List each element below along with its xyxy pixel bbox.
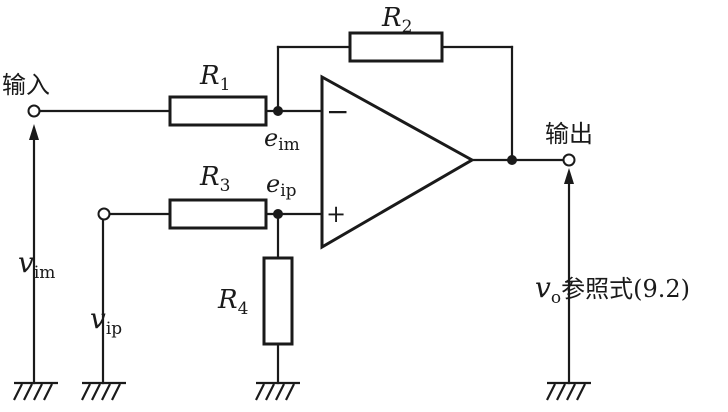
label-eip: eip <box>266 170 297 201</box>
op-amp-plus-sign: + <box>326 200 346 228</box>
label-eim: eim <box>264 124 300 155</box>
junction-noninverting <box>273 209 283 219</box>
op-amp-minus-sign: − <box>326 95 349 128</box>
label-r3: R3 <box>199 162 230 196</box>
junction-inverting <box>273 106 283 116</box>
terminal-output <box>562 153 576 167</box>
voltage-arrows <box>29 124 574 385</box>
resistor-r3 <box>168 198 268 230</box>
resistor-r1 <box>168 95 268 127</box>
label-output: 输出 <box>545 120 593 148</box>
terminal-input <box>27 104 41 118</box>
label-r2: R2 <box>381 3 412 37</box>
label-vip: vip <box>90 302 122 339</box>
resistor-r4 <box>262 256 294 346</box>
arrow-vo-head <box>564 168 574 184</box>
label-r4: R4 <box>217 285 248 319</box>
label-vim: vim <box>18 246 55 283</box>
ground-r4 <box>255 381 300 401</box>
resistor-r2 <box>348 31 444 63</box>
label-r1: R1 <box>199 61 230 95</box>
ground-vo <box>546 381 591 401</box>
terminal-vip <box>97 207 111 221</box>
label-vo-reference: vo参照式(9.2) <box>535 271 690 308</box>
ground-vim <box>13 381 58 401</box>
op-amp-triangle <box>320 74 476 250</box>
junction-output <box>507 155 517 165</box>
label-input: 输入 <box>2 71 50 99</box>
wires <box>36 45 565 385</box>
ground-vip <box>81 381 126 401</box>
arrow-vim-head <box>29 124 39 140</box>
